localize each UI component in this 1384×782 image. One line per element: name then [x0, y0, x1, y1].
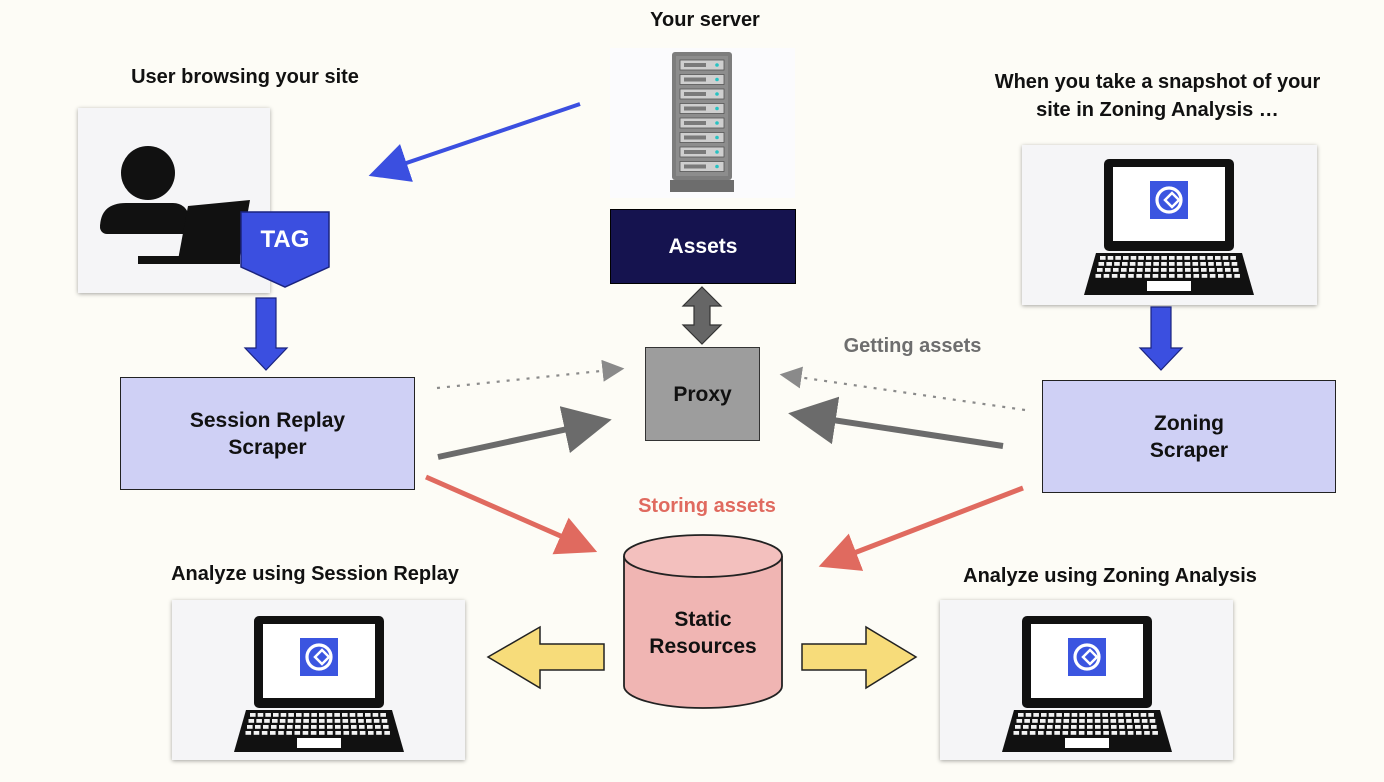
database-cylinder	[623, 534, 783, 709]
static-resources-label: Static Resources	[649, 608, 757, 658]
proxy-box: Proxy	[645, 347, 760, 441]
zoning-scraper-box: Zoning Scraper	[1042, 380, 1336, 493]
storing-assets-label: Storing assets	[638, 495, 776, 517]
storage-to-session-replay-arrow	[486, 625, 605, 690]
user-panel	[78, 108, 270, 293]
zoning-scraper-to-storage-arrow	[818, 485, 1024, 571]
laptop-icon	[234, 616, 404, 752]
app-logo-icon	[1068, 638, 1106, 676]
analyze-zoning-label: Analyze using Zoning Analysis	[963, 565, 1257, 587]
assets-box: Assets	[610, 209, 796, 284]
session-scraper-to-proxy-arrow	[437, 406, 612, 460]
user-browsing-label: User browsing your site	[131, 66, 359, 88]
laptop-icon	[1002, 616, 1172, 752]
app-logo-icon	[300, 638, 338, 676]
app-logo-icon	[1150, 181, 1188, 219]
snapshot-label: When you take a snapshot of your site in…	[994, 71, 1321, 121]
session-scraper-to-proxy-dotted-arrow	[436, 359, 625, 390]
tag-label: TAG	[260, 225, 310, 253]
zoning-laptop-panel	[1022, 145, 1317, 305]
zoning-scraper-to-proxy-dotted-arrow	[779, 366, 1026, 412]
zoning-scraper-to-proxy-arrow	[788, 396, 1004, 449]
server-panel	[610, 48, 795, 198]
server-icon	[670, 52, 734, 192]
session-replay-scraper-box: Session Replay Scraper	[120, 377, 415, 490]
getting-assets-label: Getting assets	[843, 335, 982, 357]
analyze-session-replay-label: Analyze using Session Replay	[171, 563, 459, 585]
laptop-icon	[1084, 159, 1254, 295]
user-laptop-icon	[100, 146, 250, 264]
storage-to-zoning-analysis-arrow	[801, 625, 918, 690]
session-scraper-to-storage-arrow	[424, 474, 598, 555]
session-replay-laptop-panel	[172, 600, 465, 760]
zoning-analysis-laptop-panel	[940, 600, 1233, 760]
tag-badge	[240, 211, 330, 288]
assets-proxy-double-arrow	[681, 286, 723, 345]
your-server-label: Your server	[650, 9, 760, 31]
snapshot-to-zoning-scraper-arrow	[1138, 306, 1184, 371]
user-to-scraper-arrow	[243, 297, 289, 371]
server-to-user-arrow	[368, 102, 581, 182]
